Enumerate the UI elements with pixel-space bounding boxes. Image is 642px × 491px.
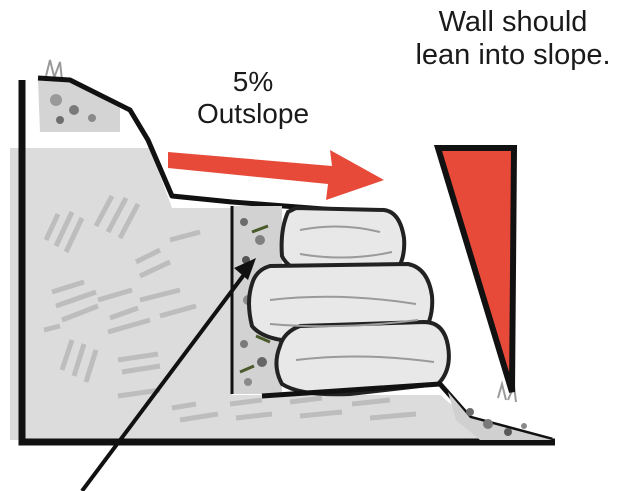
lean-label-line2: lean into slope. bbox=[384, 39, 642, 72]
outslope-label: 5% Outslope bbox=[178, 66, 328, 130]
outslope-arrow-icon bbox=[168, 150, 384, 200]
lean-into-slope-label: Wall should lean into slope. bbox=[384, 6, 642, 73]
outslope-value: 5% bbox=[178, 66, 328, 98]
outslope-word: Outslope bbox=[178, 98, 328, 130]
lean-label-line1: Wall should bbox=[384, 6, 642, 39]
top-gravel-patch bbox=[38, 60, 120, 132]
